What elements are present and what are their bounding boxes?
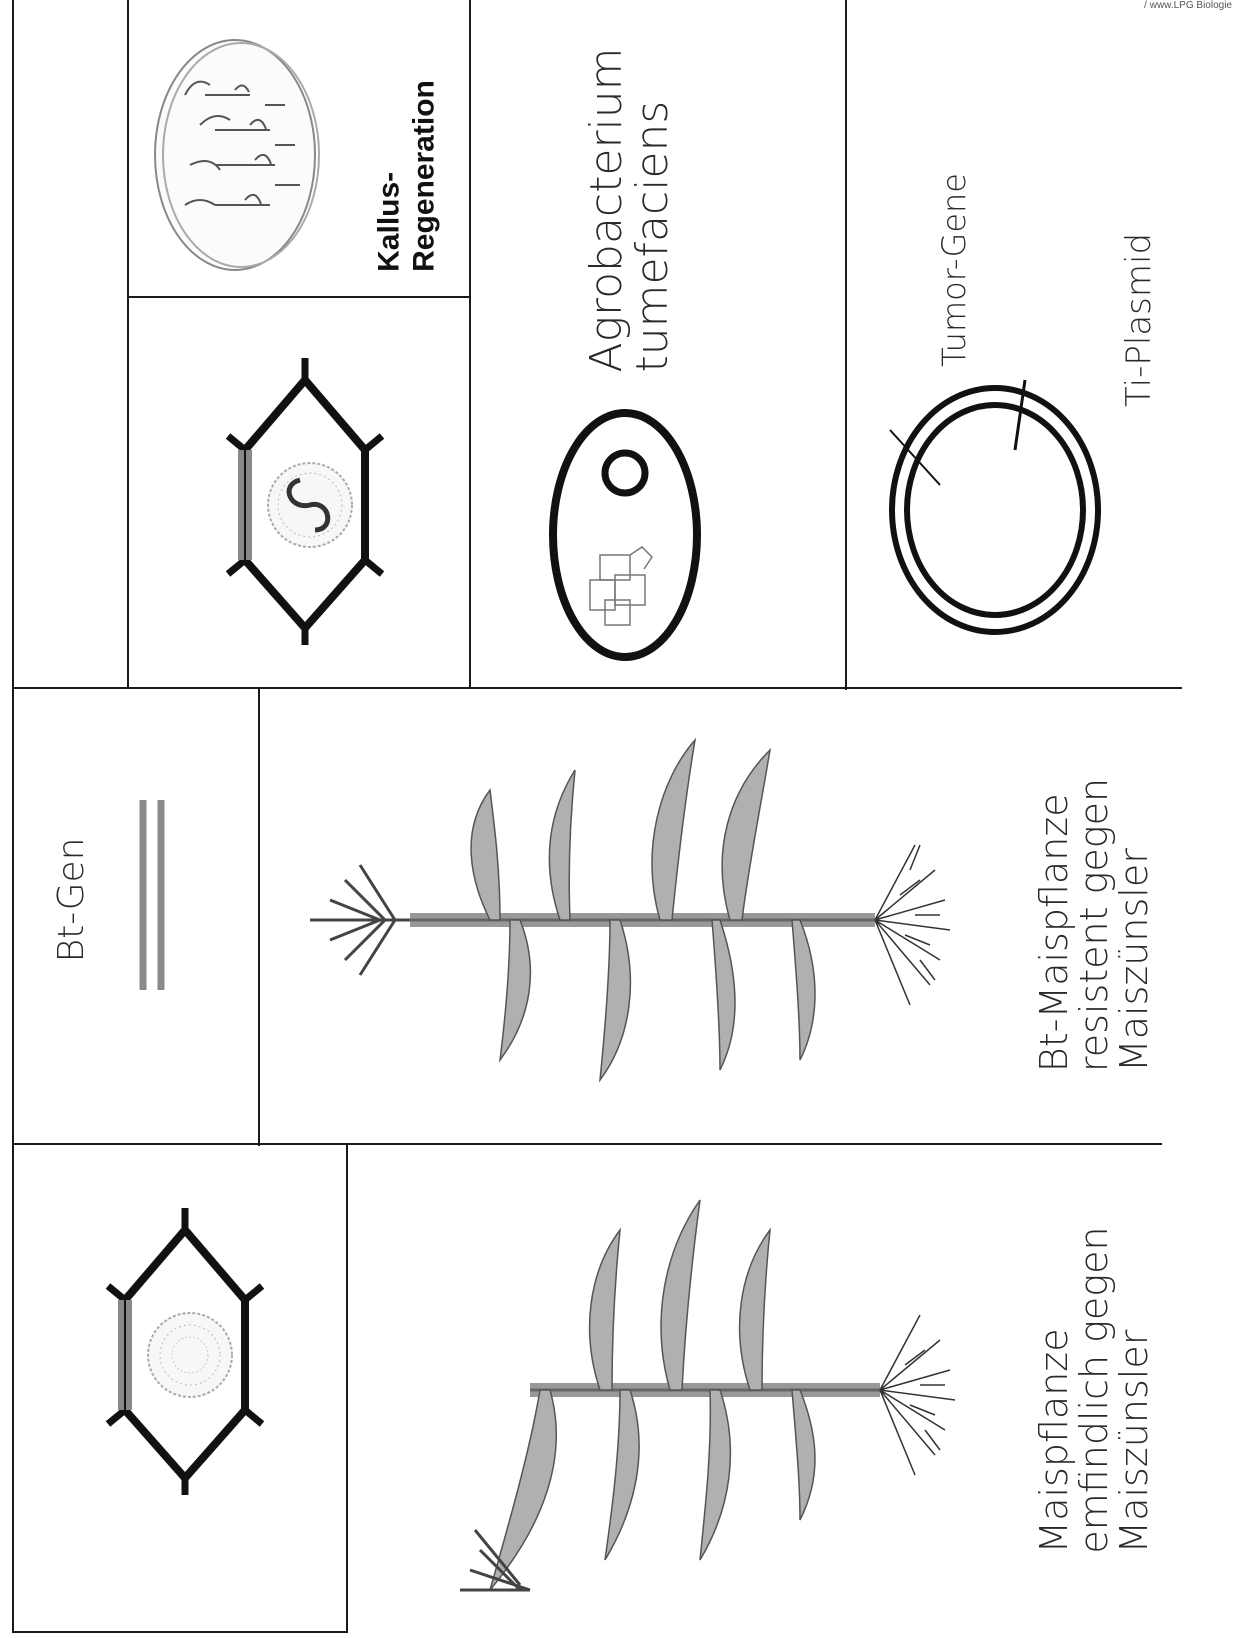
corner-text: / www.LPG Biologie <box>1144 0 1232 11</box>
plasmid-icon <box>885 380 1105 640</box>
normal-plant-label: Maispflanze emfindlich gegen Maiszünsler <box>1035 1226 1155 1553</box>
kallus-label: Kallus- Regeneration <box>373 80 442 272</box>
bt-plant-label-line2: resistent gegen <box>1075 778 1115 1072</box>
plant-cell-icon <box>220 370 390 640</box>
maize-plant-icon <box>300 730 1000 1110</box>
grid-line-mid-v1 <box>258 688 260 1146</box>
grid-line-top-v3 <box>845 0 847 690</box>
grid-line-top-v2 <box>469 0 471 688</box>
ti-plasmid-label: Ti-Plasmid <box>1122 233 1158 407</box>
grid-line-lower-h <box>12 1143 1162 1145</box>
tumor-gene-label: Tumor-Gene <box>938 173 972 367</box>
bt-gene-icon <box>135 800 175 1000</box>
maize-plant-icon <box>420 1160 1000 1620</box>
grid-line-mid-h <box>12 687 1182 689</box>
agrobacterium-label-line1: Agrobacterium <box>584 47 630 372</box>
grid-line-low-v1 <box>346 1144 348 1632</box>
grid-line-bottom-h <box>12 1631 348 1633</box>
plant-cell-icon <box>100 1220 270 1490</box>
bt-plant-label-line3: Maiszünsler <box>1115 778 1155 1072</box>
bt-plant-label-line1: Bt-Maispflanze <box>1035 778 1075 1072</box>
kallus-label-line2: Regeneration <box>407 80 442 272</box>
outer-border-left <box>12 0 14 1632</box>
normal-plant-label-line2: emfindlich gegen <box>1075 1226 1115 1553</box>
normal-plant-label-line1: Maispflanze <box>1035 1226 1075 1553</box>
bacterium-icon <box>545 405 705 665</box>
grid-line-top-v1 <box>127 0 129 688</box>
agrobacterium-label-line2: tumefaciens <box>630 47 676 372</box>
agrobacterium-label: Agrobacterium tumefaciens <box>584 47 676 372</box>
kallus-label-line1: Kallus- <box>373 80 408 272</box>
bt-plant-label: Bt-Maispflanze resistent gegen Maiszünsl… <box>1035 778 1155 1072</box>
normal-plant-label-line3: Maiszünsler <box>1115 1226 1155 1553</box>
bt-gen-label: Bt-Gen <box>53 838 91 963</box>
petri-dish-icon <box>145 35 325 275</box>
grid-line-top-h <box>127 296 470 298</box>
